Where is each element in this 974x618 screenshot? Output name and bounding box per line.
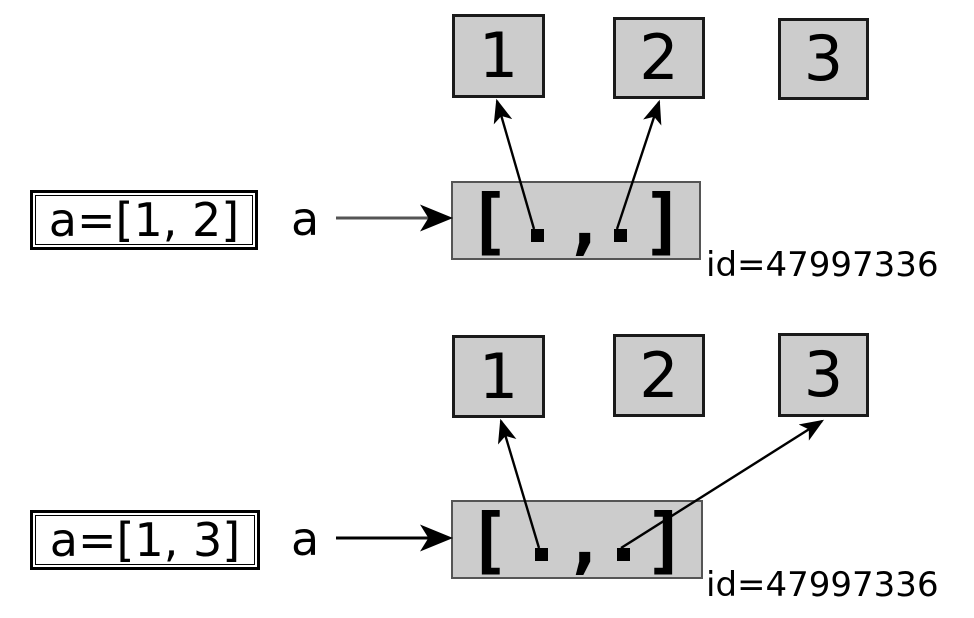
arrow-slot1-to-value-3-bottom — [620, 419, 825, 550]
code-box-bottom: a=[1, 3] — [30, 510, 260, 570]
value-box-3-bottom: 3 — [778, 333, 869, 417]
list-slot-0-pointer-dot — [535, 548, 548, 561]
list-slot-1-pointer-dot — [617, 548, 630, 561]
value-box-label: 1 — [478, 339, 519, 413]
value-box-1-bottom: 1 — [452, 335, 545, 418]
value-box-label: 3 — [803, 338, 844, 411]
list-object-top: [ , ] — [451, 181, 701, 260]
value-box-label: 2 — [639, 338, 679, 412]
list-object-bottom: [ , ] — [451, 500, 703, 579]
arrow-slot1-to-value-2-top — [615, 99, 662, 230]
code-box-text: a=[1, 3] — [49, 513, 241, 567]
variable-label-top: a — [291, 192, 320, 246]
value-box-label: 3 — [803, 22, 844, 95]
list-open-bracket: [ — [467, 497, 511, 582]
value-box-2-bottom: 2 — [613, 334, 705, 417]
list-comma: , — [563, 178, 607, 263]
list-comma: , — [563, 497, 607, 582]
object-id-label-bottom: id=47997336 — [706, 565, 939, 605]
list-slot-0-pointer-dot — [531, 229, 544, 242]
code-box-text: a=[1, 2] — [48, 193, 240, 247]
list-open-bracket: [ — [467, 178, 511, 263]
value-box-label: 2 — [639, 21, 679, 94]
value-box-2-top: 2 — [613, 17, 705, 99]
arrow-slot0-to-value-1-top — [493, 98, 536, 230]
list-close-bracket: ] — [641, 178, 685, 263]
value-box-3-top: 3 — [778, 18, 869, 100]
list-slot-1-pointer-dot — [614, 229, 627, 242]
value-box-label: 1 — [478, 19, 519, 92]
variable-label-bottom: a — [291, 512, 320, 566]
value-box-1-top: 1 — [452, 14, 545, 98]
object-id-label-top: id=47997336 — [706, 245, 939, 285]
list-close-bracket: ] — [643, 497, 687, 582]
arrow-slot0-to-value-1-bottom — [497, 418, 541, 549]
